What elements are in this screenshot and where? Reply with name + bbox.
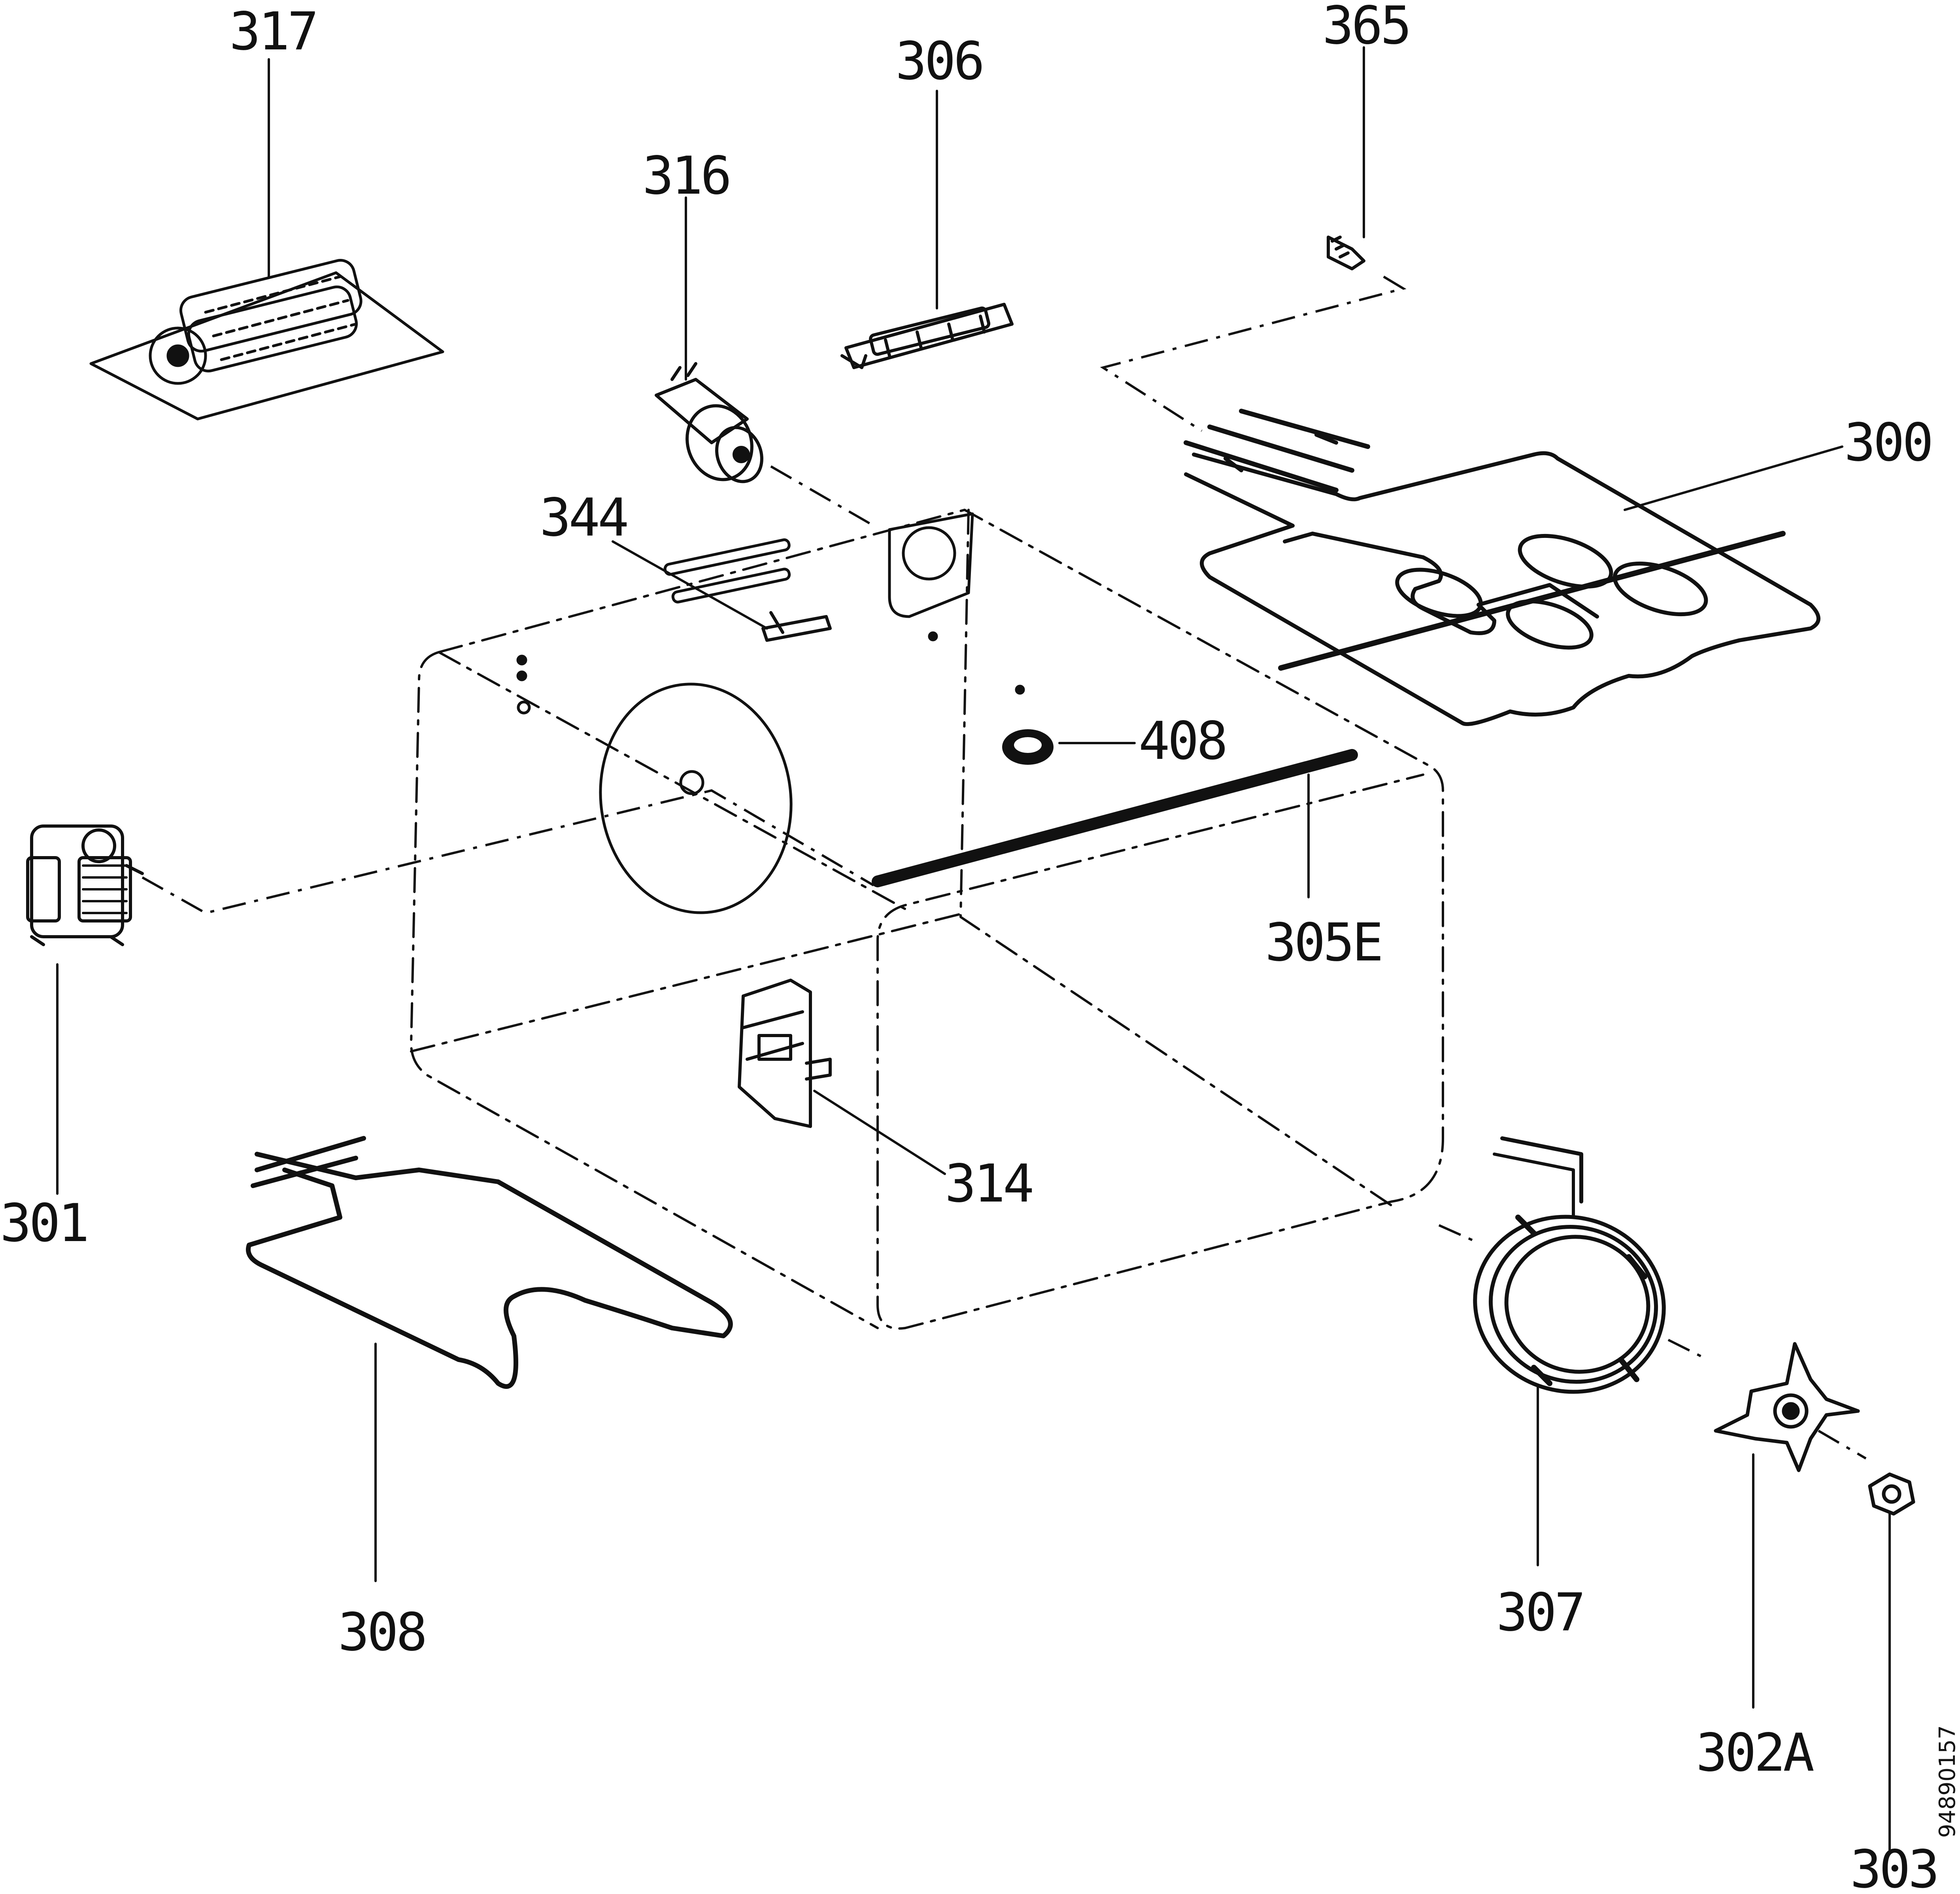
drawing-number: 94890157 bbox=[1935, 1725, 1960, 1838]
part-408-grommet bbox=[1002, 729, 1054, 765]
part-300-grill-element bbox=[1184, 409, 1820, 726]
label-316: 316 bbox=[642, 145, 729, 206]
label-307: 307 bbox=[1496, 1582, 1583, 1643]
leader-301-dashed bbox=[142, 789, 874, 915]
leader-307-dashed bbox=[1438, 1224, 1709, 1361]
part-307-ring-element bbox=[1473, 1136, 1666, 1394]
label-408: 408 bbox=[1139, 711, 1225, 772]
label-301: 301 bbox=[0, 1193, 87, 1254]
leader-365-dashed bbox=[1100, 275, 1407, 432]
part-317-cooling-fan bbox=[89, 259, 444, 421]
part-308-bottom-element bbox=[246, 1136, 733, 1389]
label-344: 344 bbox=[540, 487, 627, 548]
oven-cavity bbox=[410, 509, 1444, 1330]
part-344-bracket bbox=[761, 611, 832, 642]
label-300: 300 bbox=[1844, 412, 1931, 473]
label-308: 308 bbox=[338, 1602, 425, 1663]
part-314-thermostat bbox=[738, 979, 832, 1128]
label-317: 317 bbox=[229, 1, 316, 62]
label-365: 365 bbox=[1322, 0, 1409, 56]
part-303-nut bbox=[1868, 1472, 1915, 1516]
leader-lines bbox=[56, 46, 1891, 1851]
label-303: 303 bbox=[1850, 1839, 1937, 1894]
leader-316-dashed bbox=[770, 465, 874, 527]
part-365-screw bbox=[1327, 236, 1365, 270]
label-305e: 305E bbox=[1265, 912, 1381, 973]
label-306: 306 bbox=[895, 31, 982, 92]
leader-302a-dashed bbox=[1818, 1430, 1867, 1460]
label-302a: 302A bbox=[1696, 1722, 1814, 1783]
part-316-lamp-holder bbox=[655, 362, 763, 483]
label-314: 314 bbox=[945, 1153, 1032, 1214]
part-301-fan-motor bbox=[26, 824, 144, 946]
part-306-terminal-block bbox=[840, 303, 1014, 369]
part-305e-seal-strip bbox=[872, 749, 1358, 887]
part-302a-fan-blade bbox=[1714, 1342, 1860, 1472]
